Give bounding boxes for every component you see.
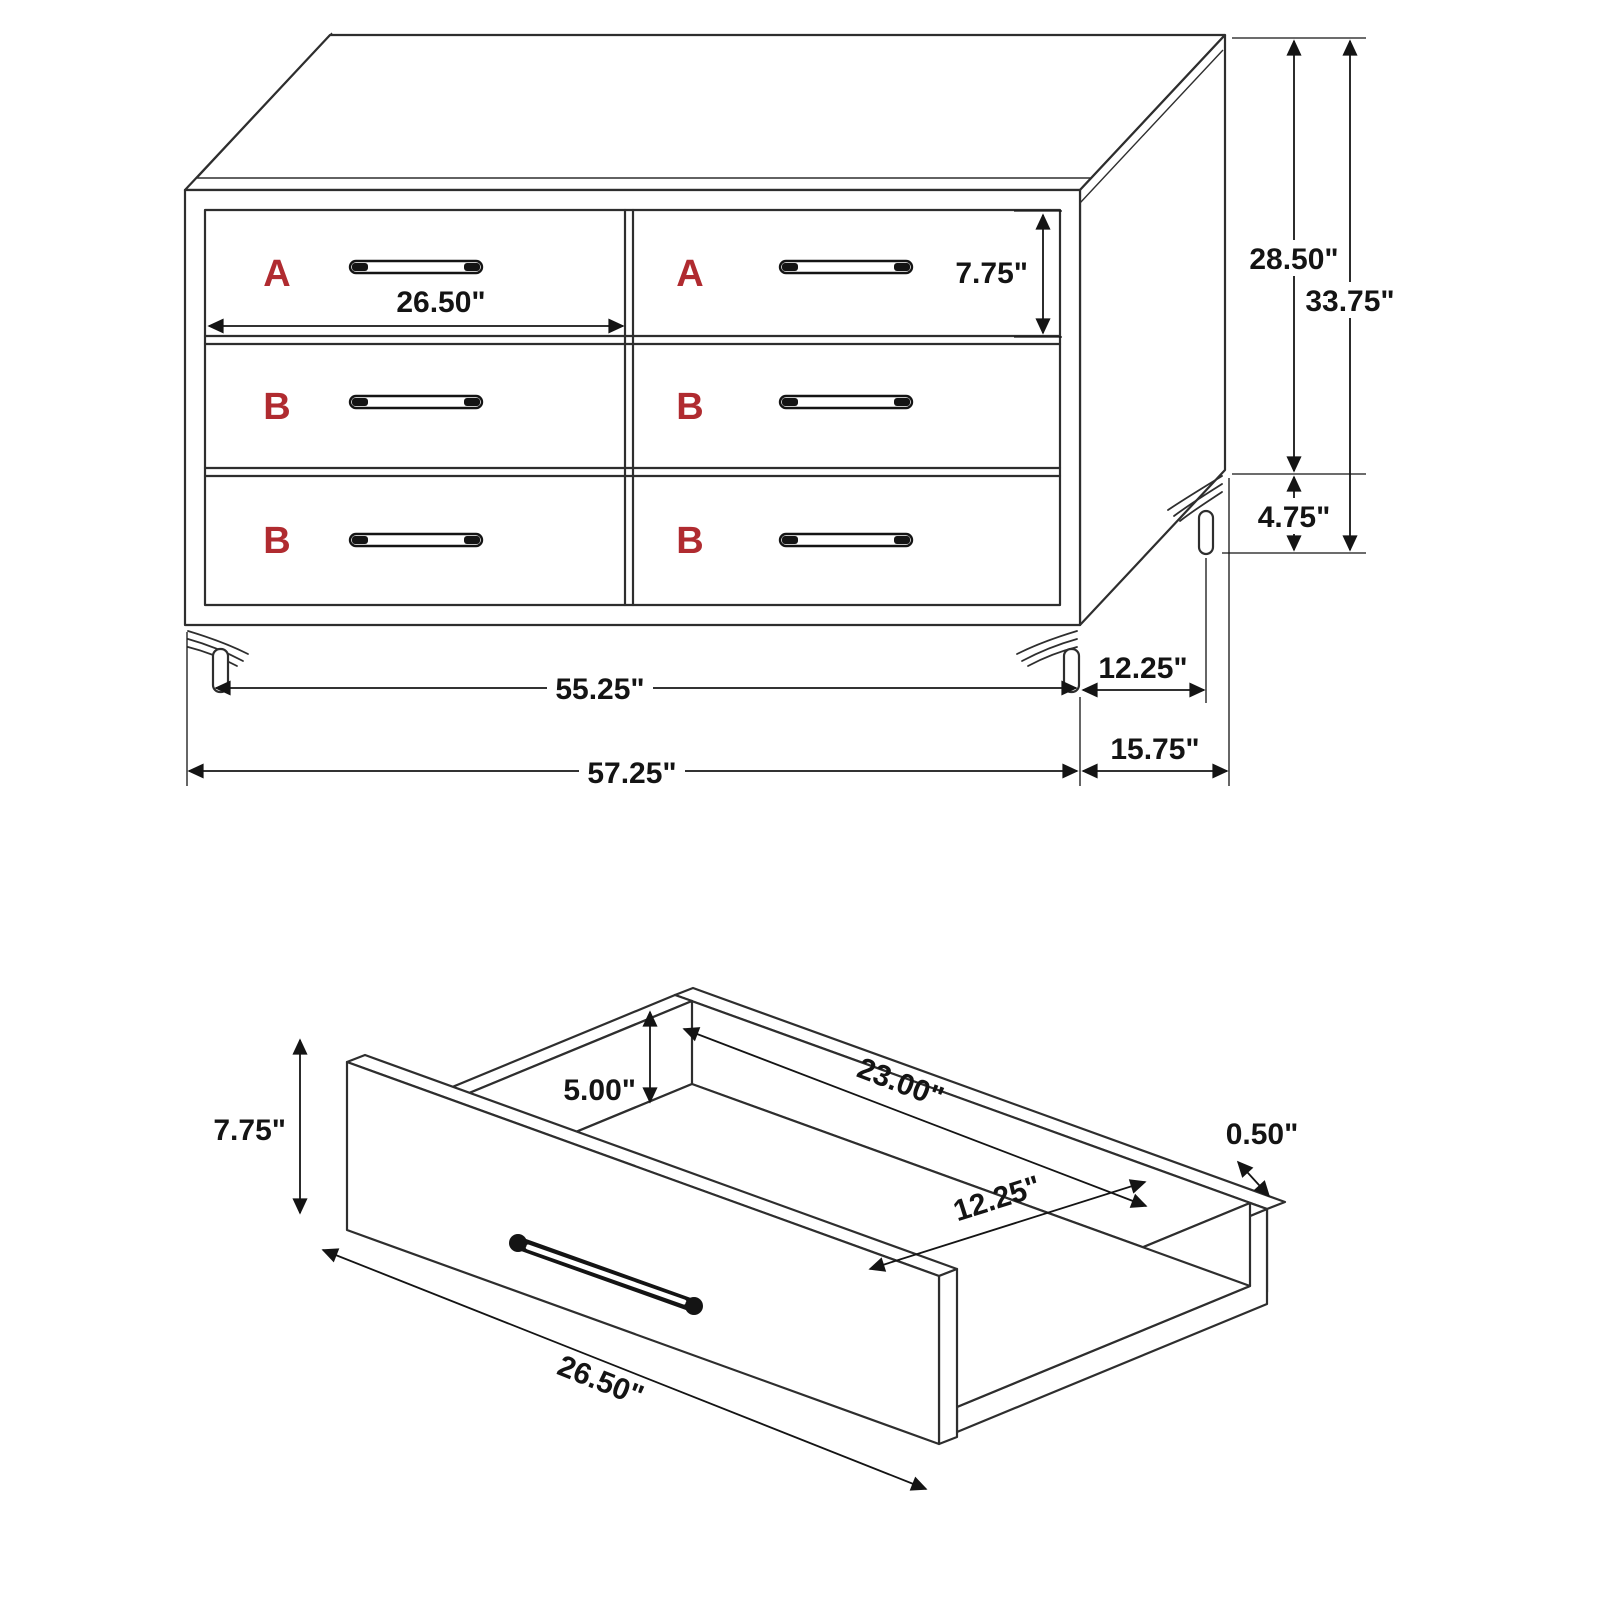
dim-overall-depth: 15.75" bbox=[1081, 478, 1230, 786]
dim-case-height: 28.50" bbox=[1232, 37, 1366, 475]
handle-cap bbox=[782, 536, 798, 544]
hairpin-wire bbox=[187, 638, 244, 662]
handle-cap bbox=[464, 263, 480, 271]
dimension-line bbox=[682, 1027, 1148, 1208]
leg-back-right bbox=[1167, 475, 1223, 556]
dimension-text: 57.25" bbox=[587, 757, 676, 790]
dim-side-leg-span: 12.25" bbox=[1081, 558, 1207, 703]
dim-drawer-front-height: 7.75" bbox=[955, 210, 1062, 338]
dimension-text-mask bbox=[579, 754, 685, 790]
handle-end-knob bbox=[685, 1297, 703, 1315]
handle-cap bbox=[782, 263, 798, 271]
handle-cap bbox=[352, 398, 368, 406]
dimension-text: 7.75" bbox=[955, 257, 1028, 290]
hairpin-wire bbox=[1167, 475, 1223, 511]
dimension-text: 28.50" bbox=[1249, 243, 1338, 276]
handle-cap bbox=[894, 263, 910, 271]
dimension-text: 0.50" bbox=[1226, 1118, 1299, 1151]
drawer-label-bottom-right: B bbox=[676, 520, 703, 562]
leg-foot bbox=[211, 647, 230, 694]
dimension-line bbox=[321, 1248, 928, 1491]
dim-drawer-front-width: 26.50" bbox=[207, 286, 625, 334]
dimension-line bbox=[1236, 1160, 1271, 1198]
leg-foot bbox=[1062, 647, 1081, 694]
leg-foot bbox=[1197, 509, 1215, 556]
dim-overall-width: 57.25" bbox=[186, 632, 1081, 790]
hairpin-wire bbox=[1173, 483, 1223, 517]
handle-bar bbox=[348, 394, 484, 410]
handle-bar bbox=[778, 532, 914, 548]
drawer-handle-top-left bbox=[348, 259, 484, 275]
handle-cap bbox=[464, 536, 480, 544]
dimension-text: 4.75" bbox=[1258, 501, 1331, 534]
handle-cap bbox=[894, 398, 910, 406]
drawer-label-top-right: A bbox=[676, 253, 703, 295]
drawer-handle-middle-right bbox=[778, 394, 914, 410]
handle-bar bbox=[778, 259, 914, 275]
handle-bar bbox=[348, 532, 484, 548]
drawer-label-bottom-left: B bbox=[263, 520, 290, 562]
handle-end-knob bbox=[509, 1234, 527, 1252]
handle-cap bbox=[894, 536, 910, 544]
drawer-handle-middle-left bbox=[348, 394, 484, 410]
front-panel-right-edge bbox=[937, 1267, 959, 1446]
dim-panel-thickness: 0.50" bbox=[1226, 1118, 1299, 1198]
dimension-text: 12.25" bbox=[1098, 652, 1187, 685]
hairpin-wire bbox=[187, 630, 249, 655]
leg-front-right bbox=[1016, 630, 1081, 694]
handle-cap bbox=[464, 398, 480, 406]
side-face-edge-band bbox=[1079, 49, 1224, 204]
handle-bar bbox=[348, 259, 484, 275]
leg-front-left bbox=[187, 630, 249, 694]
handle-cap bbox=[352, 263, 368, 271]
drawer-handle-bottom-right bbox=[778, 532, 914, 548]
dimension-text-mask bbox=[1251, 498, 1337, 534]
drawer-handle-bottom-left bbox=[348, 532, 484, 548]
handle-cap bbox=[352, 536, 368, 544]
dimension-text: 26.50" bbox=[396, 286, 485, 319]
dimension-text: 7.75" bbox=[213, 1114, 286, 1147]
drawer-label-middle-right: B bbox=[676, 386, 703, 428]
handle-bar bbox=[778, 394, 914, 410]
dimension-text: 55.25" bbox=[555, 673, 644, 706]
dim-interior-height: 5.00" bbox=[563, 1010, 658, 1107]
dresser-top-face bbox=[183, 33, 1227, 192]
dimension-text: 5.00" bbox=[563, 1074, 636, 1107]
drawer-detail-view: 7.75" 5.00" 23.00" 12.25" 0.50" 26.50" bbox=[213, 986, 1299, 1491]
dimension-text-mask bbox=[1241, 240, 1347, 276]
drawer-handle-top-right bbox=[778, 259, 914, 275]
dimension-text-mask bbox=[1297, 282, 1403, 318]
dim-leg-height: 4.75" bbox=[1251, 475, 1337, 552]
drawer-label-top-left: A bbox=[263, 253, 290, 295]
dimension-text: 33.75" bbox=[1305, 285, 1394, 318]
dim-front-leg-span: 55.25" bbox=[214, 670, 1078, 706]
dresser-case bbox=[183, 32, 1227, 627]
dimension-text-mask bbox=[547, 670, 653, 706]
top-face-left-band bbox=[196, 32, 333, 179]
dim-front-height: 7.75" bbox=[213, 1038, 308, 1215]
dimension-text: 15.75" bbox=[1110, 733, 1199, 766]
handle-cap bbox=[782, 398, 798, 406]
hairpin-wire bbox=[1021, 638, 1078, 662]
dresser-front-view: A A B B B B 26.50" 7.75" 28.50" bbox=[183, 32, 1403, 790]
dimension-text: 26.50" bbox=[553, 1349, 648, 1413]
drawer-label-middle-left: B bbox=[263, 386, 290, 428]
drawer-box bbox=[345, 986, 1287, 1446]
hairpin-wire bbox=[1016, 630, 1078, 655]
dim-overall-height: 33.75" bbox=[1222, 39, 1403, 554]
hairpin-wire bbox=[1179, 491, 1223, 522]
